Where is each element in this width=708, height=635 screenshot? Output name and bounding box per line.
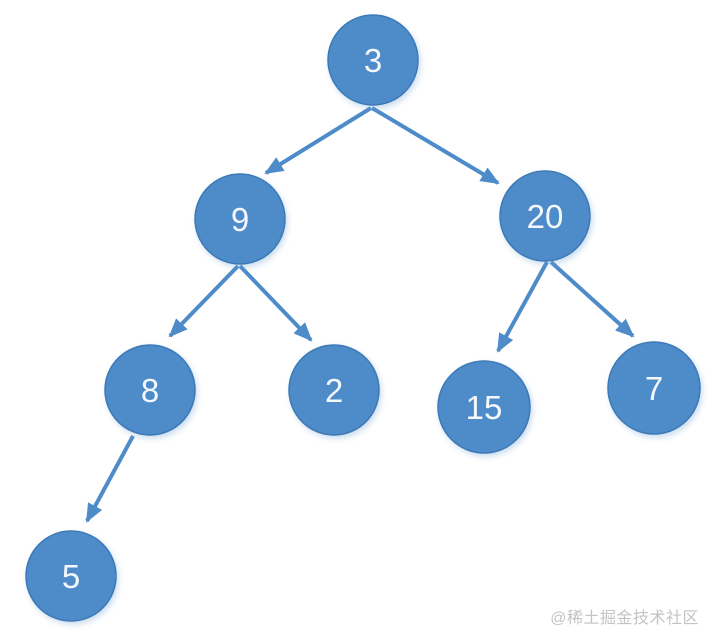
- tree-node-5: 5: [25, 530, 117, 622]
- tree-node-15: 15: [437, 360, 531, 454]
- tree-edge-3-20: [370, 106, 500, 185]
- tree-node-label-7: 7: [645, 370, 663, 407]
- watermark: @稀土掘金技术社区: [550, 610, 699, 627]
- tree-edge-20-7: [549, 260, 635, 338]
- tree-node-circle-15: [437, 360, 531, 454]
- tree-node-circle-7: [607, 341, 701, 435]
- tree-node-label-9: 9: [231, 201, 249, 238]
- tree-node-3: 3: [327, 14, 419, 106]
- tree-edge-9-8: [168, 264, 240, 338]
- tree-node-label-8: 8: [141, 372, 159, 409]
- tree-node-20: 20: [499, 170, 591, 262]
- tree-node-label-5: 5: [62, 558, 80, 595]
- tree-node-circle-5: [25, 530, 117, 622]
- nodes-layer: 3 9 20 8 2 15 7 5: [25, 14, 701, 622]
- tree-node-label-2: 2: [325, 372, 343, 409]
- tree-node-circle-20: [499, 170, 591, 262]
- tree-node-circle-2: [288, 344, 380, 436]
- tree-edge-20-15: [496, 261, 549, 353]
- tree-node-8: 8: [104, 344, 196, 436]
- edges-layer: [85, 106, 635, 523]
- tree-node-circle-8: [104, 344, 196, 436]
- tree-node-2: 2: [288, 344, 380, 436]
- tree-edge-8-5: [85, 435, 135, 523]
- tree-node-circle-9: [194, 173, 286, 265]
- tree-node-9: 9: [194, 173, 286, 265]
- tree-node-circle-3: [327, 14, 419, 106]
- tree-node-label-20: 20: [527, 198, 564, 235]
- tree-node-label-15: 15: [466, 389, 503, 426]
- tree-edge-3-9: [264, 106, 373, 175]
- tree-node-label-3: 3: [364, 42, 382, 79]
- tree-node-7: 7: [607, 341, 701, 435]
- tree-edge-9-2: [238, 264, 313, 342]
